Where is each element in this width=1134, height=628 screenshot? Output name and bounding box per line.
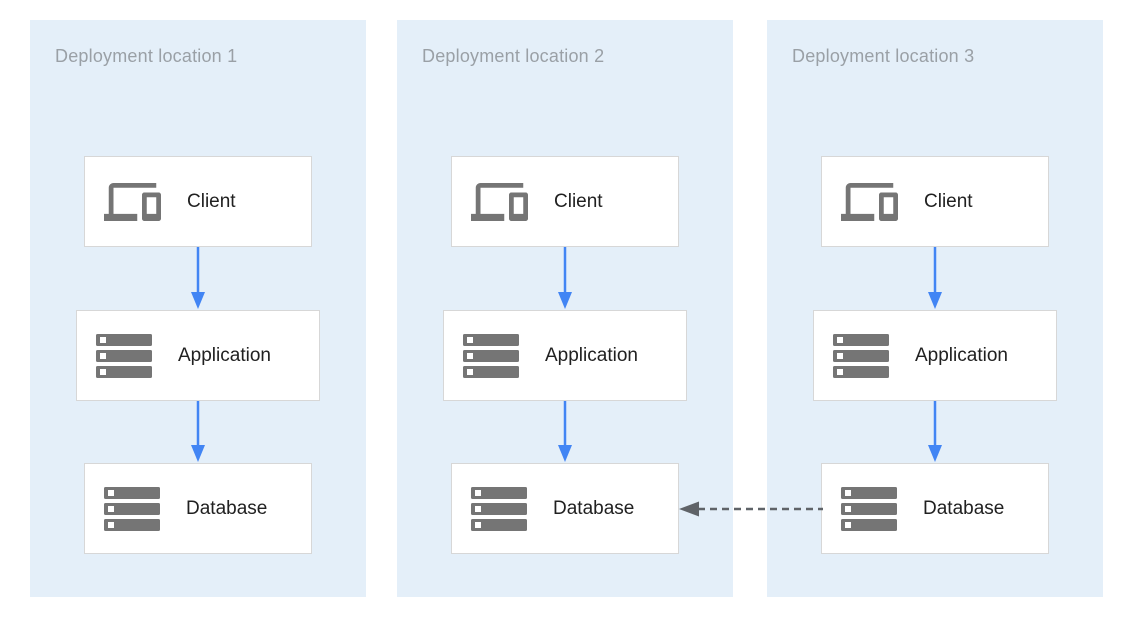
server-stack-icon <box>471 486 527 531</box>
arrow-client-to-application <box>558 247 572 309</box>
database-node: Database <box>84 463 312 554</box>
client-node: Client <box>84 156 312 247</box>
node-label: Application <box>545 344 638 366</box>
application-node: Application <box>443 310 687 401</box>
client-node: Client <box>451 156 679 247</box>
arrow-client-to-application <box>191 247 205 309</box>
client-node: Client <box>821 156 1049 247</box>
panel-title: Deployment location 2 <box>422 46 605 66</box>
server-stack-icon <box>96 333 152 378</box>
node-label: Client <box>554 190 603 212</box>
node-label: Database <box>186 497 268 519</box>
application-node: Application <box>813 310 1057 401</box>
node-label: Database <box>923 497 1005 519</box>
arrow-application-to-database <box>928 401 942 462</box>
server-stack-icon <box>833 333 889 378</box>
panel-title: Deployment location 1 <box>55 46 238 66</box>
node-label: Application <box>915 344 1008 366</box>
server-stack-icon <box>841 486 897 531</box>
application-node: Application <box>76 310 320 401</box>
node-label: Client <box>924 190 973 212</box>
devices-icon <box>104 182 161 221</box>
node-label: Client <box>187 190 236 212</box>
devices-icon <box>841 182 898 221</box>
panel-title: Deployment location 3 <box>792 46 975 66</box>
node-label: Database <box>553 497 635 519</box>
database-node: Database <box>451 463 679 554</box>
node-label: Application <box>178 344 271 366</box>
deployment-location-3-panel: Deployment location 3 Client <box>767 20 1103 597</box>
deployment-location-1-panel: Deployment location 1 Client <box>30 20 366 597</box>
arrow-client-to-application <box>928 247 942 309</box>
arrow-application-to-database <box>191 401 205 462</box>
deployment-location-2-panel: Deployment location 2 Client <box>397 20 733 597</box>
dashed-replication-arrow <box>679 501 823 517</box>
database-node: Database <box>821 463 1049 554</box>
server-stack-icon <box>463 333 519 378</box>
server-stack-icon <box>104 486 160 531</box>
arrow-application-to-database <box>558 401 572 462</box>
devices-icon <box>471 182 528 221</box>
